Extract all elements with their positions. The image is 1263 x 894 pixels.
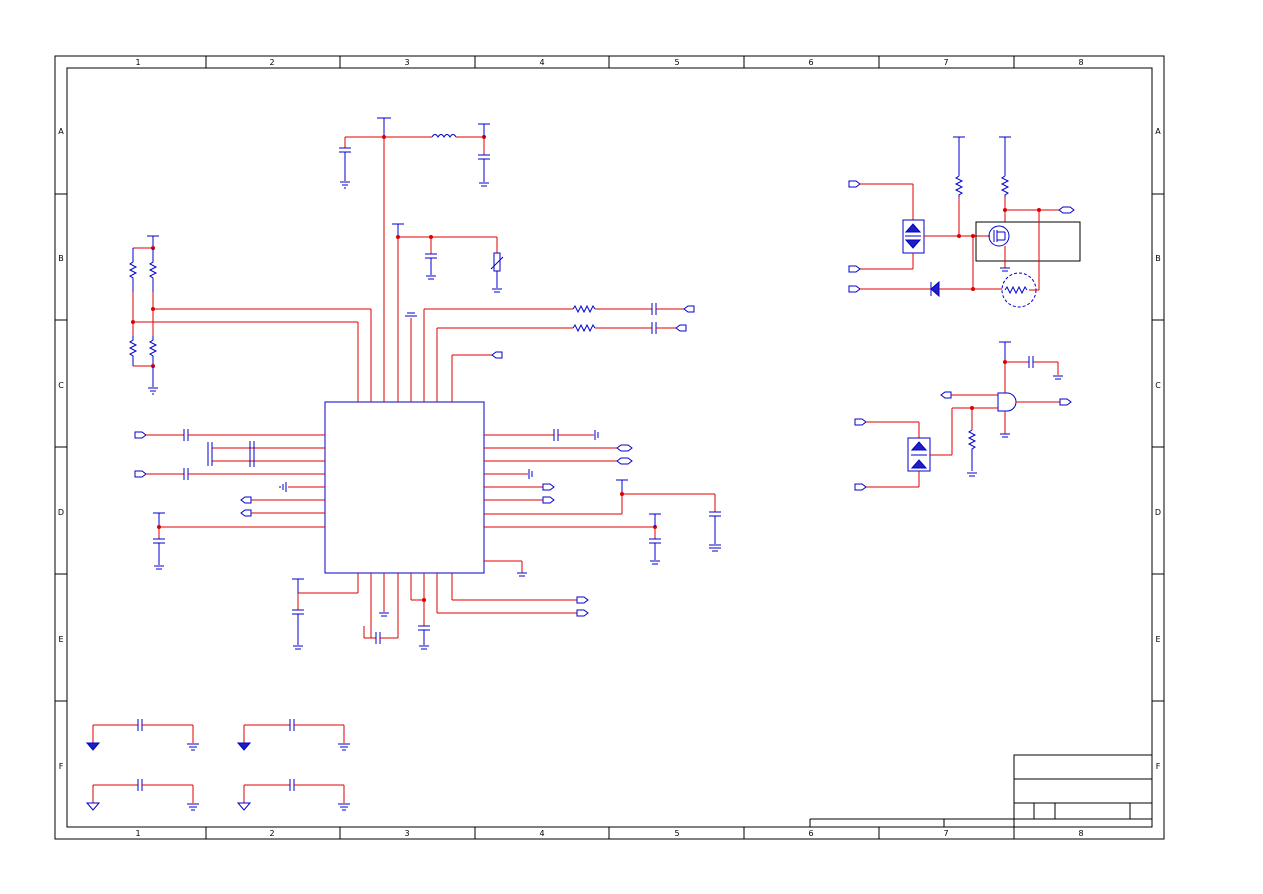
col-label: 6 — [808, 58, 813, 67]
port-connector[interactable] — [616, 444, 633, 452]
row-label: A — [1155, 127, 1161, 136]
row-labels-right: A B C D E F — [1155, 127, 1161, 771]
port-connector[interactable] — [1059, 398, 1072, 406]
column-labels-bottom: 1 2 3 4 5 6 7 8 — [135, 829, 1083, 838]
port-connector[interactable] — [491, 351, 503, 359]
col-label: 4 — [539, 58, 544, 67]
col-label: 1 — [135, 829, 140, 838]
row-label: B — [58, 254, 64, 263]
resistor — [572, 323, 596, 333]
col-label: 3 — [404, 58, 409, 67]
port-connector[interactable] — [542, 496, 555, 504]
decoupling-capacitor — [85, 719, 199, 751]
port-connector[interactable] — [940, 391, 952, 399]
col-label: 7 — [943, 829, 948, 838]
decoupling-capacitor — [236, 719, 350, 751]
row-label: A — [58, 127, 64, 136]
col-label: 2 — [269, 58, 274, 67]
ic-bottom-signals — [292, 573, 589, 650]
port-connector[interactable] — [854, 483, 867, 491]
zener-diode — [930, 280, 940, 298]
port-connector[interactable] — [848, 285, 861, 293]
decoupling-capacitor-group — [85, 719, 350, 811]
row-label: C — [58, 381, 64, 390]
port-connector[interactable] — [134, 431, 147, 439]
port-connector[interactable] — [848, 265, 861, 273]
rc-network — [392, 223, 504, 402]
port-connector[interactable] — [542, 483, 555, 491]
port-connector[interactable] — [576, 596, 589, 604]
col-label: 3 — [404, 829, 409, 838]
drawing-frame — [54, 55, 1165, 840]
row-label: F — [59, 762, 64, 771]
left-resistor-network — [128, 235, 372, 402]
col-label: 5 — [674, 58, 679, 67]
ic-left-signals — [134, 429, 325, 570]
row-label: E — [1155, 635, 1160, 644]
port-connector[interactable] — [240, 509, 252, 517]
row-label: D — [1155, 508, 1161, 517]
mosfet-box — [975, 221, 1081, 262]
row-label: C — [1155, 381, 1161, 390]
mosfet-transistor — [988, 225, 1010, 247]
port-connector[interactable] — [848, 180, 861, 188]
resistor — [572, 304, 596, 314]
column-labels-top: 1 2 3 4 5 6 7 8 — [135, 58, 1083, 67]
row-label: D — [58, 508, 64, 517]
port-connector[interactable] — [854, 418, 867, 426]
decoupling-capacitor — [85, 779, 199, 811]
row-label: B — [1155, 254, 1161, 263]
title-block — [809, 754, 1153, 828]
col-label: 8 — [1078, 829, 1083, 838]
logic-buffer-gate — [997, 392, 1017, 412]
col-label: 2 — [269, 829, 274, 838]
right-protection-circuit — [848, 136, 1081, 308]
col-label: 6 — [808, 829, 813, 838]
inductor — [431, 134, 457, 138]
row-label: F — [1156, 762, 1161, 771]
ic-right-signals — [484, 429, 721, 577]
port-connector[interactable] — [134, 470, 147, 478]
row-label: E — [58, 635, 63, 644]
port-connector[interactable] — [576, 609, 589, 617]
port-connector[interactable] — [683, 305, 695, 313]
port-connector[interactable] — [616, 457, 633, 465]
ic-top-right-signals — [405, 303, 695, 402]
port-connector[interactable] — [675, 324, 687, 332]
varistor — [493, 252, 501, 272]
col-label: 8 — [1078, 58, 1083, 67]
col-label: 1 — [135, 58, 140, 67]
col-label: 7 — [943, 58, 948, 67]
decoupling-capacitor — [236, 779, 350, 811]
port-connector[interactable] — [1058, 206, 1075, 214]
right-buffer-circuit — [854, 341, 1072, 491]
col-label: 5 — [674, 829, 679, 838]
col-label: 4 — [539, 829, 544, 838]
port-connector[interactable] — [240, 496, 252, 504]
top-power-filter — [339, 117, 490, 402]
row-labels-left: A B C D E F — [58, 127, 64, 771]
main-ic-chip — [324, 401, 485, 574]
